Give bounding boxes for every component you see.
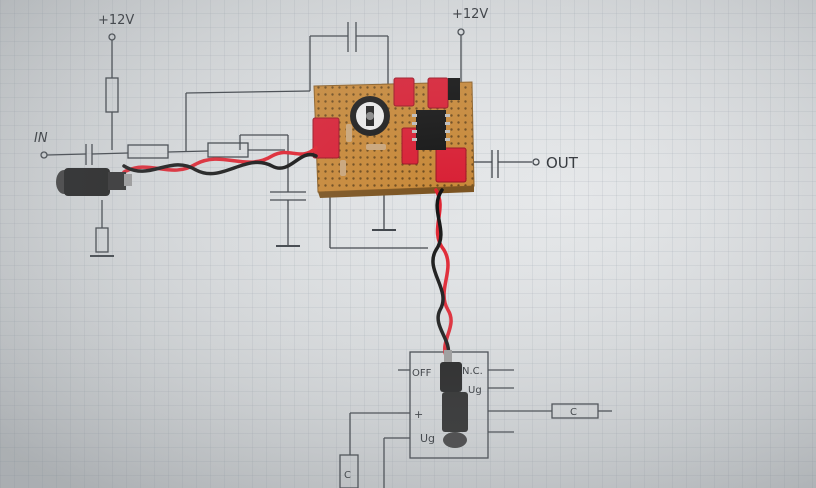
- photo-scene: +12V +12V IN OUT OFF N.C. + Ug Ug C C: [0, 0, 816, 488]
- schematic-drawing: +12V +12V IN OUT OFF N.C. + Ug Ug C C: [0, 0, 816, 488]
